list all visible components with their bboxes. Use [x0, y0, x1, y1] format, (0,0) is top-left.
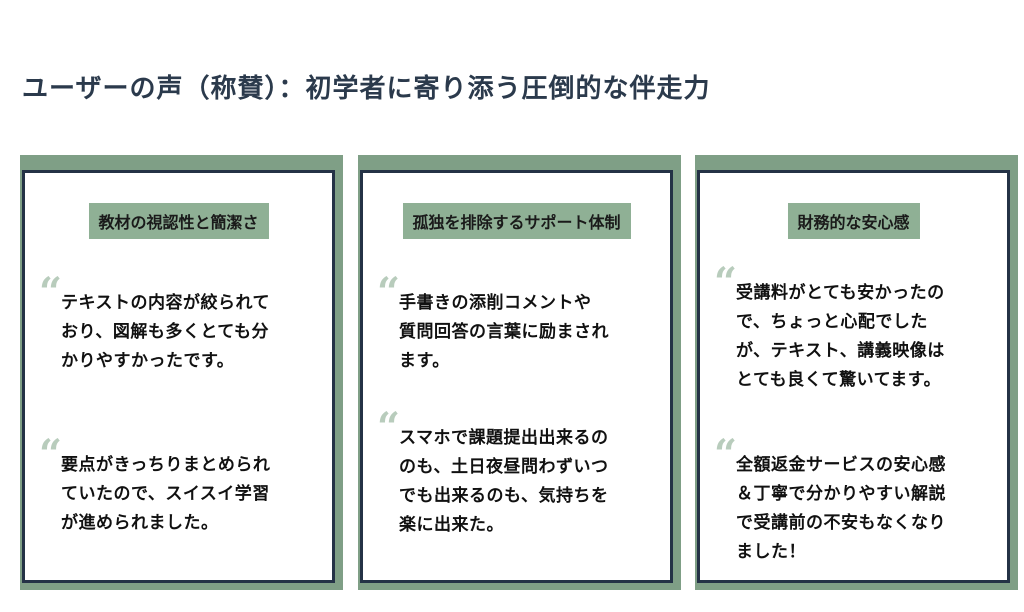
testimonial-card: 教材の視認性と簡潔さ“テキストの内容が絞られており、図解も多くとても分かりやすか…	[22, 170, 335, 583]
testimonial-text: テキストの内容が絞られており、図解も多くとても分かりやすかったです。	[61, 289, 321, 376]
quote-icon: “	[714, 431, 738, 478]
text-line: で受講前の不安もなくなり	[736, 513, 946, 533]
text-line: かりやすかったです。	[61, 351, 235, 371]
testimonial-text: スマホで課題提出出来るののも、土日夜昼問わずいつでも出来るのも、気持ちを楽に出来…	[399, 424, 659, 540]
text-line: とても良くて驚いてます。	[736, 370, 942, 390]
quote-icon: “	[377, 404, 401, 451]
card-heading: 教材の視認性と簡潔さ	[88, 203, 269, 239]
testimonial-card: 財務的な安心感“受講料がとても安かったので、ちょっと心配でしたが、テキスト、講義…	[697, 170, 1010, 583]
quote-icon: “	[39, 269, 63, 316]
page-title: ユーザーの声（称賛）：初学者に寄り添う圧倒的な伴走力	[22, 74, 711, 104]
text-line: でも出来るのも、気持ちを	[399, 486, 609, 506]
text-line: ＆丁寧で分かりやすい解説	[736, 484, 946, 504]
card-heading: 孤独を排除するサポート体制	[402, 203, 631, 239]
text-line: テキストの内容が絞られて	[61, 293, 270, 313]
quote-icon: “	[714, 259, 738, 306]
card-heading: 財務的な安心感	[787, 203, 920, 239]
testimonial-card: 孤独を排除するサポート体制“手書きの添削コメントや質問回答の言葉に励まされます。…	[360, 170, 673, 583]
text-line: ていたので、スイスイ学習	[61, 484, 270, 504]
text-line: 楽に出来た。	[399, 515, 504, 535]
text-line: 手書きの添削コメントや	[399, 293, 592, 313]
text-line: 全額返金サービスの安心感	[736, 455, 946, 475]
testimonial-text: 要点がきっちりまとめられていたので、スイスイ学習が進められました。	[61, 451, 321, 538]
quote-icon: “	[377, 269, 401, 316]
testimonial-text: 全額返金サービスの安心感 ＆丁寧で分かりやすい解説で受講前の不安もなくなりました！	[736, 451, 996, 567]
text-line: ます。	[399, 351, 450, 371]
text-line: のも、土日夜昼問わずいつ	[399, 457, 609, 477]
text-line: 受講料がとても安かったの	[736, 283, 945, 303]
testimonial-text: 受講料がとても安かったので、ちょっと心配でしたが、テキスト、講義映像はとても良く…	[736, 279, 996, 395]
text-line: で、ちょっと心配でした	[736, 312, 928, 332]
text-line: 質問回答の言葉に励まされ	[399, 322, 609, 342]
quote-icon: “	[39, 431, 63, 478]
text-line: スマホで課題提出出来るの	[399, 428, 609, 448]
text-line: おり、図解も多くとても分	[61, 322, 269, 342]
text-line: ました！	[736, 542, 806, 562]
testimonial-text: 手書きの添削コメントや質問回答の言葉に励まされます。	[399, 289, 659, 376]
text-line: が進められました。	[61, 513, 219, 533]
text-line: 要点がきっちりまとめられ	[61, 455, 271, 475]
text-line: が、テキスト、講義映像は	[736, 341, 945, 361]
